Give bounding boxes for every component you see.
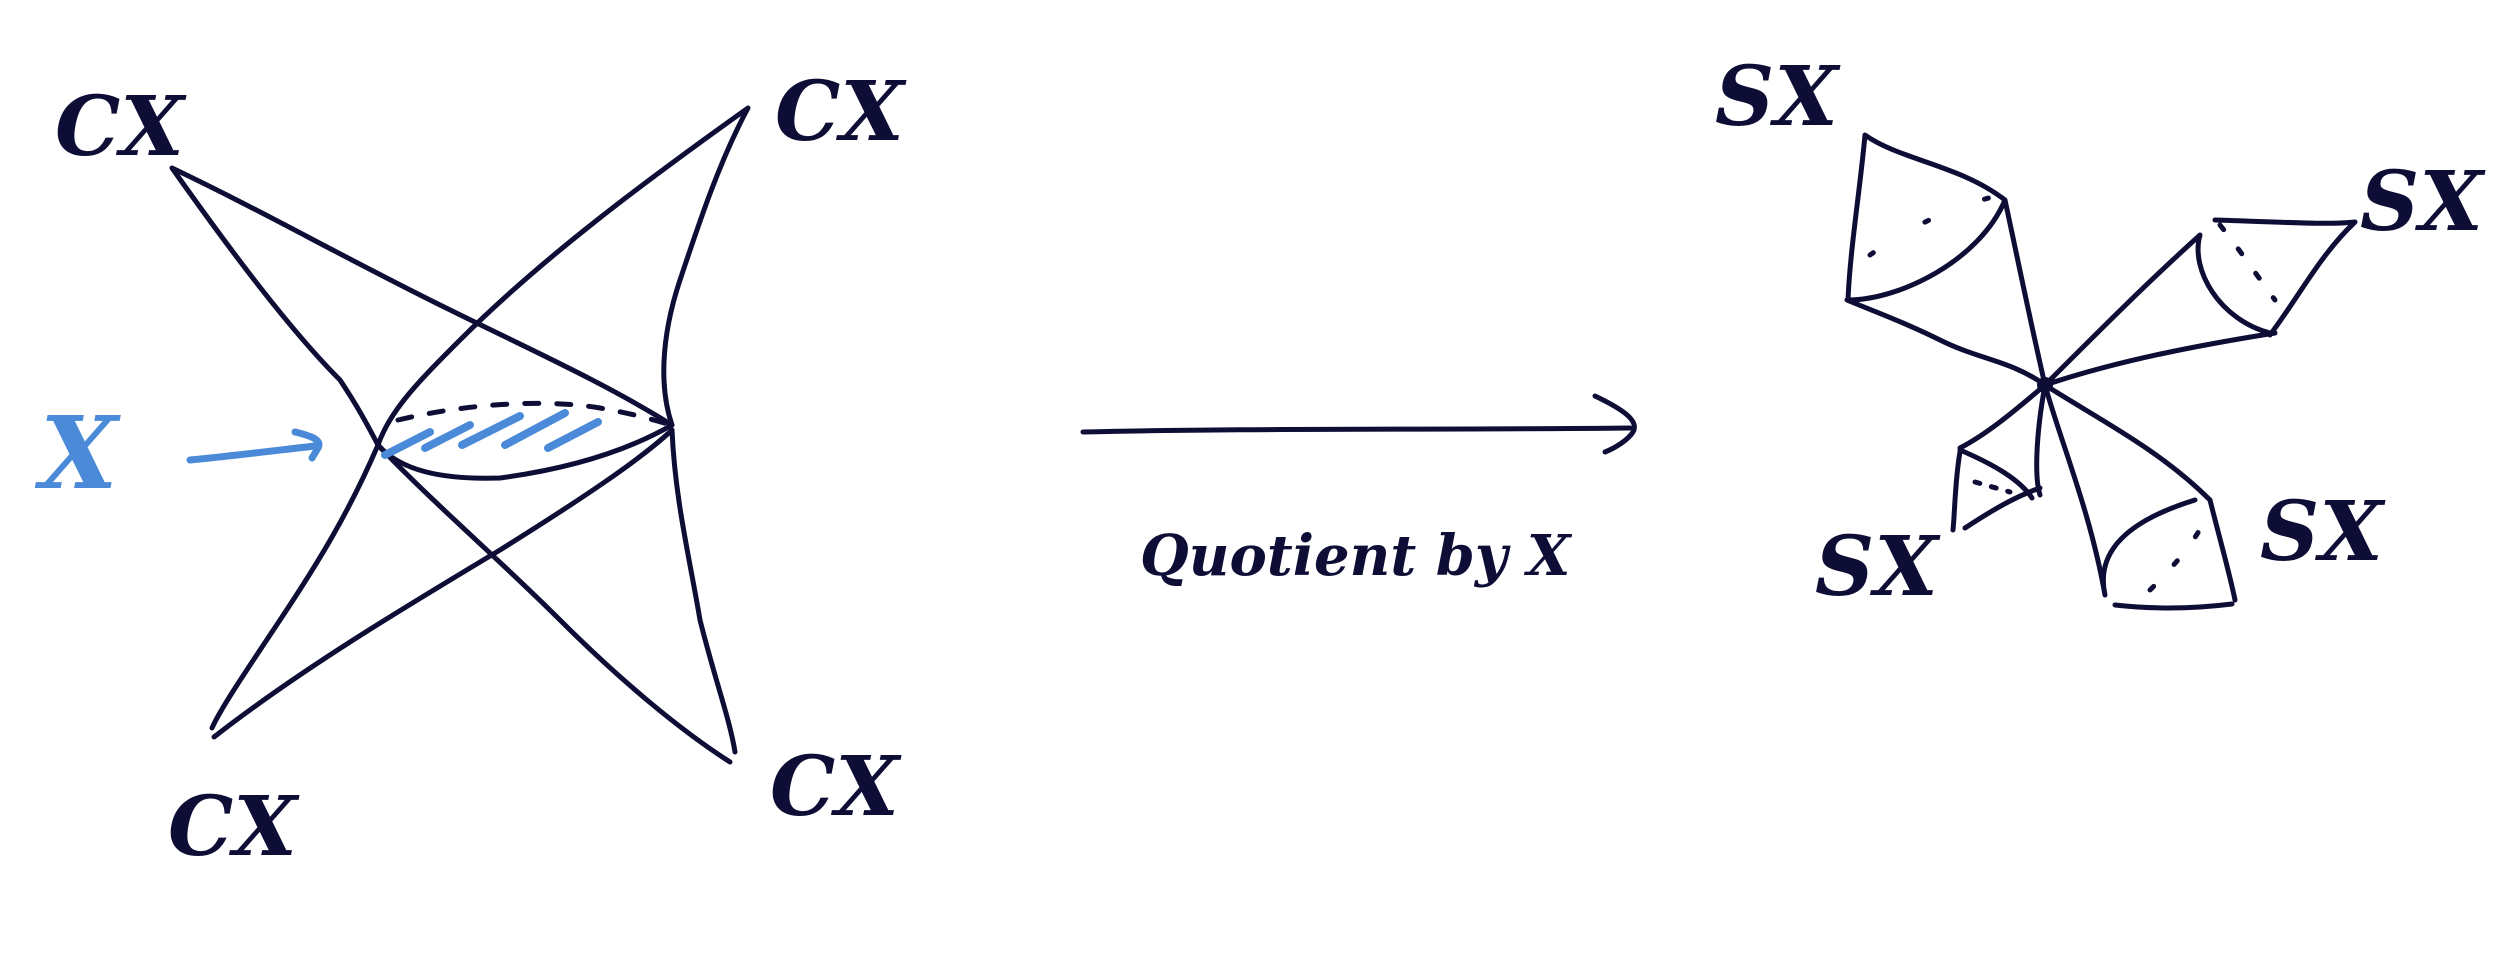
suspensions-wedge bbox=[1844, 132, 2358, 611]
cone-top-left bbox=[169, 165, 675, 481]
label-sx-bottom-right: SX bbox=[2260, 484, 2386, 580]
label-sx-top-right: SX bbox=[2360, 154, 2486, 250]
label-cx-top-right: CX bbox=[775, 64, 907, 160]
label-cx-bottom-right: CX bbox=[770, 739, 902, 835]
suspension-bottom-left bbox=[1950, 382, 2048, 533]
suspension-top-right bbox=[2042, 217, 2358, 388]
label-cx-bottom-left: CX bbox=[168, 779, 300, 875]
cone-bottom-left bbox=[209, 427, 675, 740]
label-cx-top-left: CX bbox=[55, 79, 187, 175]
suspension-top-left bbox=[1844, 132, 2048, 388]
label-sx-top-left: SX bbox=[1715, 49, 1841, 145]
highlight-pointer-arrow bbox=[186, 428, 323, 464]
wedge-point bbox=[2037, 377, 2053, 393]
base-hidden-edge bbox=[395, 400, 675, 428]
suspension-bottom-right bbox=[2042, 382, 2238, 611]
highlight-hatch bbox=[381, 409, 602, 459]
label-x-highlight: X bbox=[34, 394, 121, 512]
label-sx-bottom-left: SX bbox=[1815, 519, 1941, 615]
cones-wedge bbox=[169, 105, 751, 765]
quotient-arrow bbox=[1080, 393, 1637, 455]
quotient-caption: Quotient by X bbox=[1140, 523, 1573, 589]
cone-bottom-right bbox=[375, 427, 738, 765]
cone-top-right bbox=[375, 105, 751, 448]
